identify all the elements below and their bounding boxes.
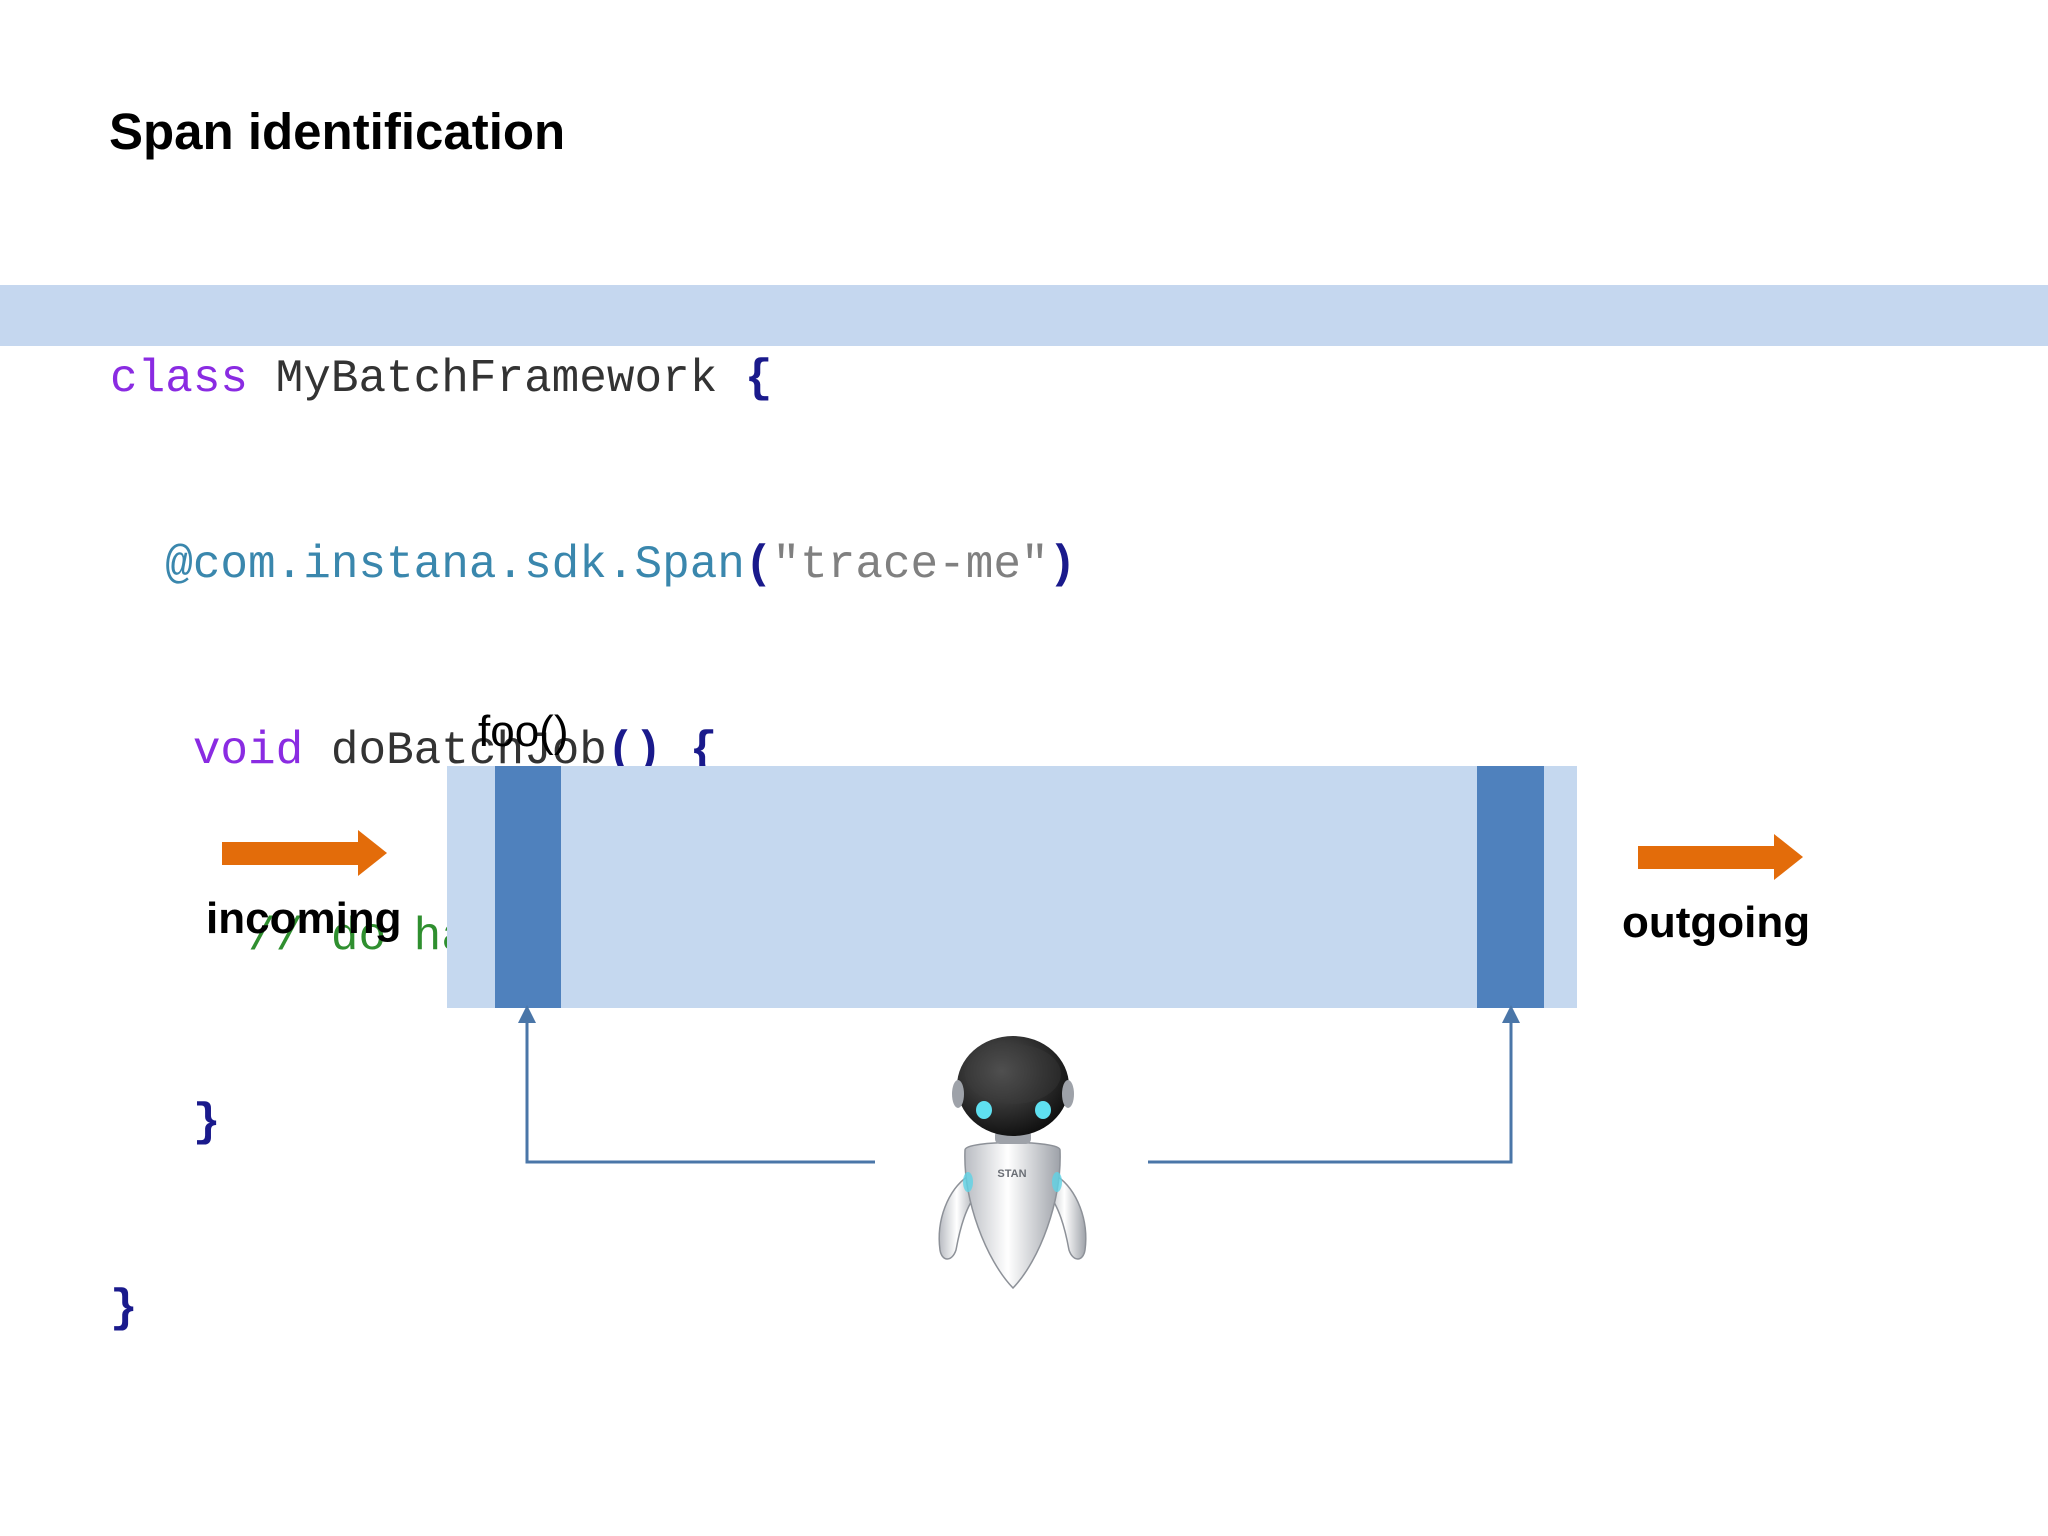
annotation: @com.instana.sdk.Span (165, 539, 745, 591)
code-line-class: class MyBatchFramework { (110, 348, 1076, 410)
keyword-void: void (192, 725, 304, 777)
span-box (447, 766, 1577, 1008)
page-title: Span identification (109, 103, 566, 160)
outgoing-label: outgoing (1622, 898, 1810, 947)
robot-mascot-icon: STAN (938, 1036, 1087, 1290)
robot-badge: STAN (997, 1168, 1026, 1180)
incoming-arrow-icon (222, 830, 387, 876)
code-line-method-close: } (110, 1092, 1076, 1154)
entry-marker (495, 766, 561, 1008)
method-close-brace: } (192, 1097, 221, 1149)
open-brace: { (744, 353, 773, 405)
outgoing-arrow-icon (1638, 834, 1803, 880)
annotation-open-paren: ( (744, 539, 773, 591)
class-close-brace: } (110, 1283, 138, 1335)
annotation-close-paren: ) (1048, 539, 1077, 591)
entry-connector (518, 1005, 875, 1164)
keyword-class: class (110, 353, 249, 405)
method-label: foo() (478, 707, 568, 756)
exit-marker (1477, 766, 1544, 1008)
annotation-string: "trace-me" (772, 539, 1049, 591)
code-line-annotation: @com.instana.sdk.Span("trace-me") (110, 534, 1076, 596)
code-line-class-close: } (110, 1278, 1076, 1340)
incoming-label: incoming (206, 894, 402, 943)
code-highlight-bar (0, 285, 2048, 346)
exit-connector (1148, 1005, 1520, 1164)
class-name: MyBatchFramework (275, 353, 718, 405)
